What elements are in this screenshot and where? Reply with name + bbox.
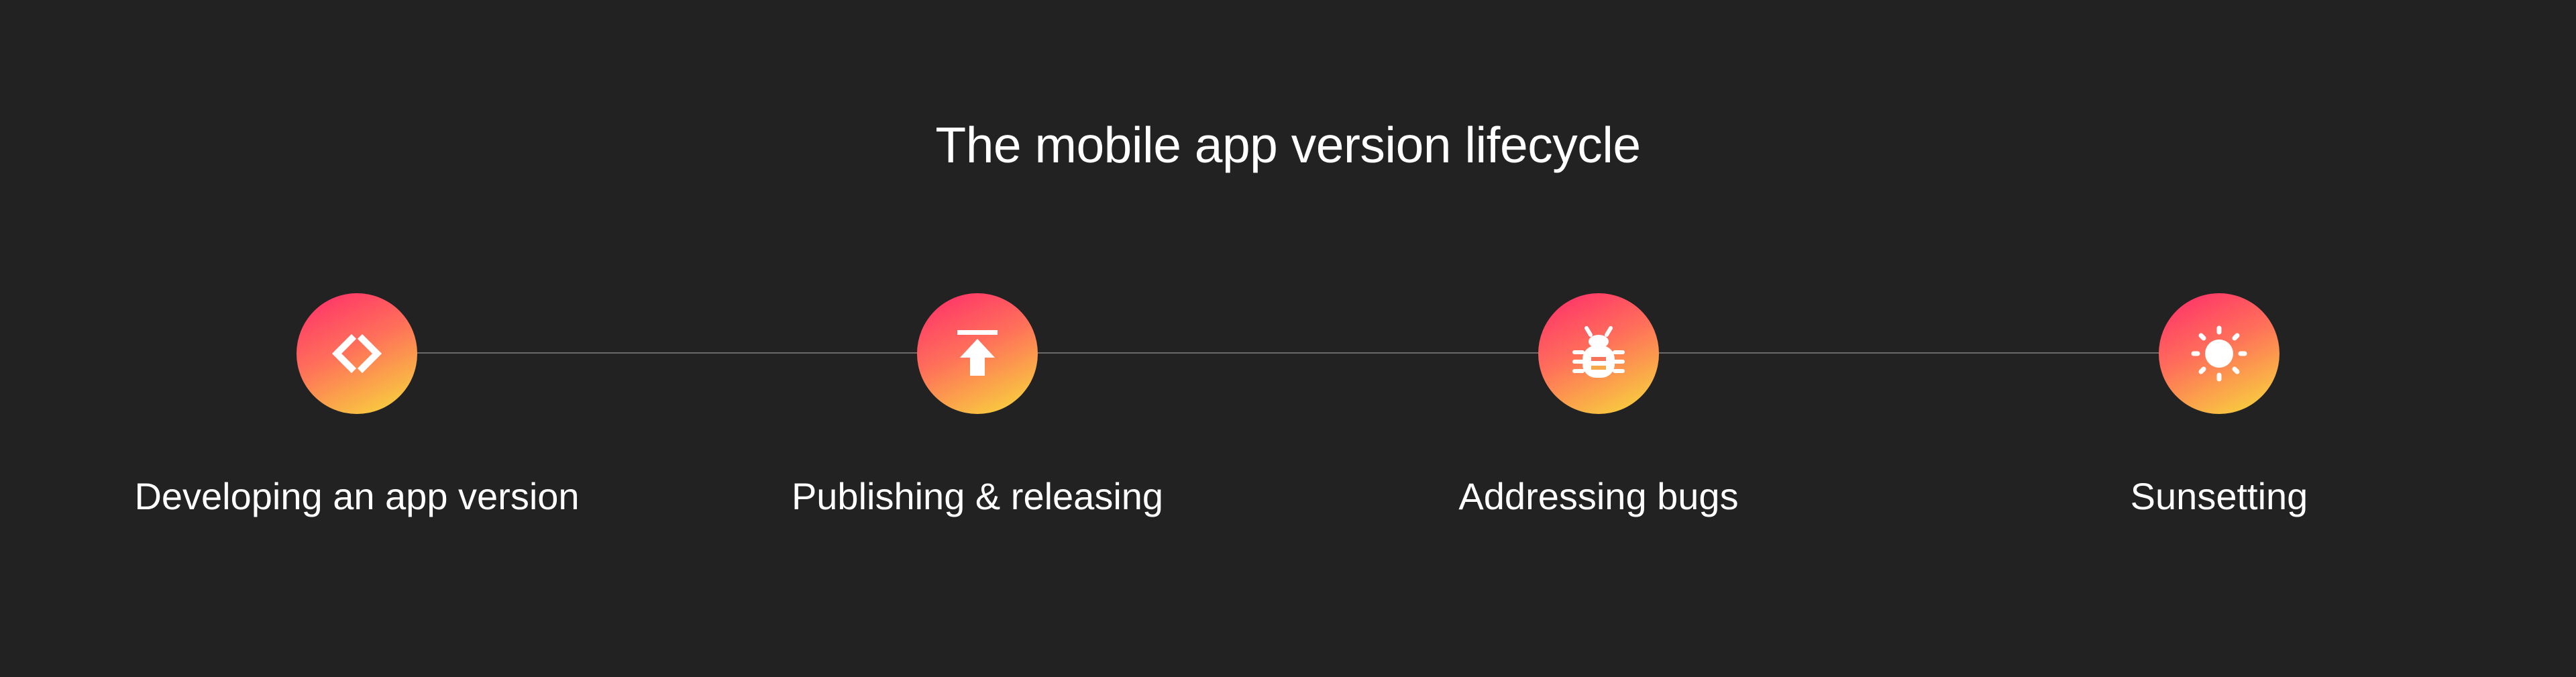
step-label: Publishing & releasing	[791, 475, 1164, 517]
step-circle	[297, 293, 417, 414]
step-label: Addressing bugs	[1458, 475, 1739, 517]
upload-icon	[957, 330, 998, 376]
step-circle	[917, 293, 1038, 414]
step-sunsetting: Sunsetting	[1951, 293, 2487, 535]
step-developing: Developing an app version	[89, 293, 625, 535]
bug-icon	[1572, 326, 1625, 378]
step-label: Sunsetting	[2130, 475, 2308, 517]
step-publishing: Publishing & releasing	[709, 293, 1246, 535]
step-addressing-bugs: Addressing bugs	[1330, 293, 1867, 535]
step-label: Developing an app version	[134, 475, 580, 517]
step-circle	[2159, 293, 2279, 414]
sun-icon	[2191, 325, 2247, 382]
timeline-connector	[357, 352, 2219, 354]
code-icon	[331, 333, 382, 374]
step-circle	[1538, 293, 1659, 414]
diagram-title: The mobile app version lifecycle	[935, 117, 1641, 173]
